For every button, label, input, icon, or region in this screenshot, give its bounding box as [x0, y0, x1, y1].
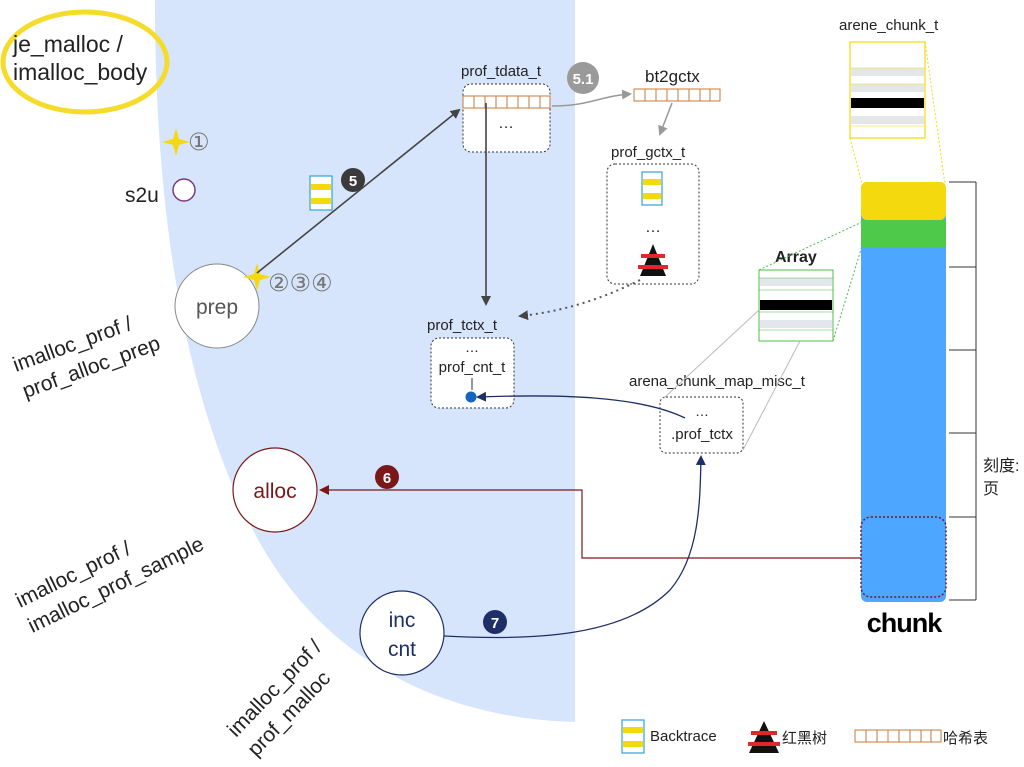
- title-line-1: je_malloc /: [12, 31, 124, 57]
- prof-tctx-t-box: [430, 337, 515, 409]
- array-label: Array: [775, 249, 817, 266]
- hash-table-icon: [462, 95, 551, 109]
- tdata-ellipsis: …: [498, 115, 514, 132]
- map-misc-t-box: [659, 396, 744, 454]
- prof-cnt-dot: [465, 391, 477, 403]
- bt2gctx-label: bt2gctx: [645, 67, 700, 86]
- star-icon: [162, 128, 190, 156]
- page-scale: [949, 181, 977, 601]
- legend-hash-label: 哈希表: [943, 730, 988, 747]
- step-6-badge: [375, 465, 399, 489]
- prof-gctx-t-box: [606, 163, 700, 285]
- arrow-prep-to-tdata: [256, 108, 461, 274]
- cnt-label: cnt: [388, 638, 416, 661]
- prof-tdata-t-label: prof_tdata_t: [461, 63, 542, 80]
- array-block: [758, 269, 834, 342]
- step-5-1-badge: [567, 62, 599, 94]
- legend: Backtrace 红黑树 哈希表: [621, 719, 988, 754]
- arrow-chunk-to-alloc: [319, 485, 861, 559]
- hash-table-icon: [633, 88, 721, 102]
- call-region: [155, 0, 575, 722]
- step-6-number: 6: [383, 470, 391, 487]
- step-234-label: ②③④: [268, 270, 333, 297]
- arrow-bt2gctx-to-gctx: [658, 102, 673, 136]
- chunk-page-highlight: [860, 516, 947, 598]
- gctx-ellipsis: …: [645, 219, 661, 236]
- alloc-node: [232, 447, 318, 533]
- red-black-tree-icon: [638, 244, 668, 276]
- chunk-column: [860, 182, 947, 602]
- arene-chunk-t-label: arene_chunk_t: [839, 17, 939, 34]
- red-black-tree-icon: [748, 721, 780, 753]
- legend-rbtree-label: 红黑树: [782, 730, 827, 747]
- chunk-map-green: [861, 220, 946, 247]
- step-5-1-label: 5.1: [573, 71, 594, 88]
- prof-tctx-field-label: .prof_tctx: [671, 426, 733, 443]
- arrow-misc-to-cnt: [476, 391, 686, 419]
- arrow-inc-to-misc: [443, 455, 706, 639]
- misc-ellipsis: …: [695, 403, 709, 419]
- title-line-2: imalloc_body: [13, 59, 148, 85]
- step-5-badge: [341, 168, 365, 192]
- scale-label-line-1: 刻度:: [983, 457, 1019, 475]
- inc-cnt-node: [359, 590, 445, 676]
- s2u-circle: [172, 178, 196, 202]
- prep-label: prep: [196, 296, 238, 319]
- prep-node: [174, 263, 260, 349]
- title-block: je_malloc / imalloc_body: [0, 9, 170, 115]
- legend-backtrace-label: Backtrace: [650, 728, 717, 745]
- backtrace-icon: [621, 719, 645, 754]
- hash-table-icon: [854, 729, 942, 743]
- s2u-label: s2u: [125, 184, 159, 207]
- step-7-number: 7: [491, 615, 499, 632]
- star-icon: [243, 263, 271, 291]
- prof-cnt-t-label: prof_cnt_t: [439, 359, 507, 376]
- chunk-header-yellow: [861, 182, 946, 220]
- arene-chunk-block: [849, 41, 926, 139]
- tctx-ellipsis: …: [465, 339, 479, 355]
- inc-label: inc: [389, 609, 416, 632]
- backtrace-icon: [309, 175, 333, 211]
- arrow-tdata-to-bt2gctx: [551, 89, 632, 107]
- title-highlight: [0, 9, 170, 115]
- chunk-label: chunk: [867, 608, 943, 638]
- step-7-badge: [483, 610, 507, 634]
- alloc-label: alloc: [253, 480, 296, 503]
- prof-tctx-t-label: prof_tctx_t: [427, 317, 498, 334]
- prof-gctx-t-label: prof_gctx_t: [611, 144, 686, 161]
- backtrace-icon: [641, 171, 663, 206]
- map-misc-t-label: arena_chunk_map_misc_t: [629, 373, 806, 390]
- step-1-label: ①: [188, 129, 210, 156]
- step-5-number: 5: [349, 173, 357, 190]
- scale-label-line-2: 页: [983, 481, 999, 498]
